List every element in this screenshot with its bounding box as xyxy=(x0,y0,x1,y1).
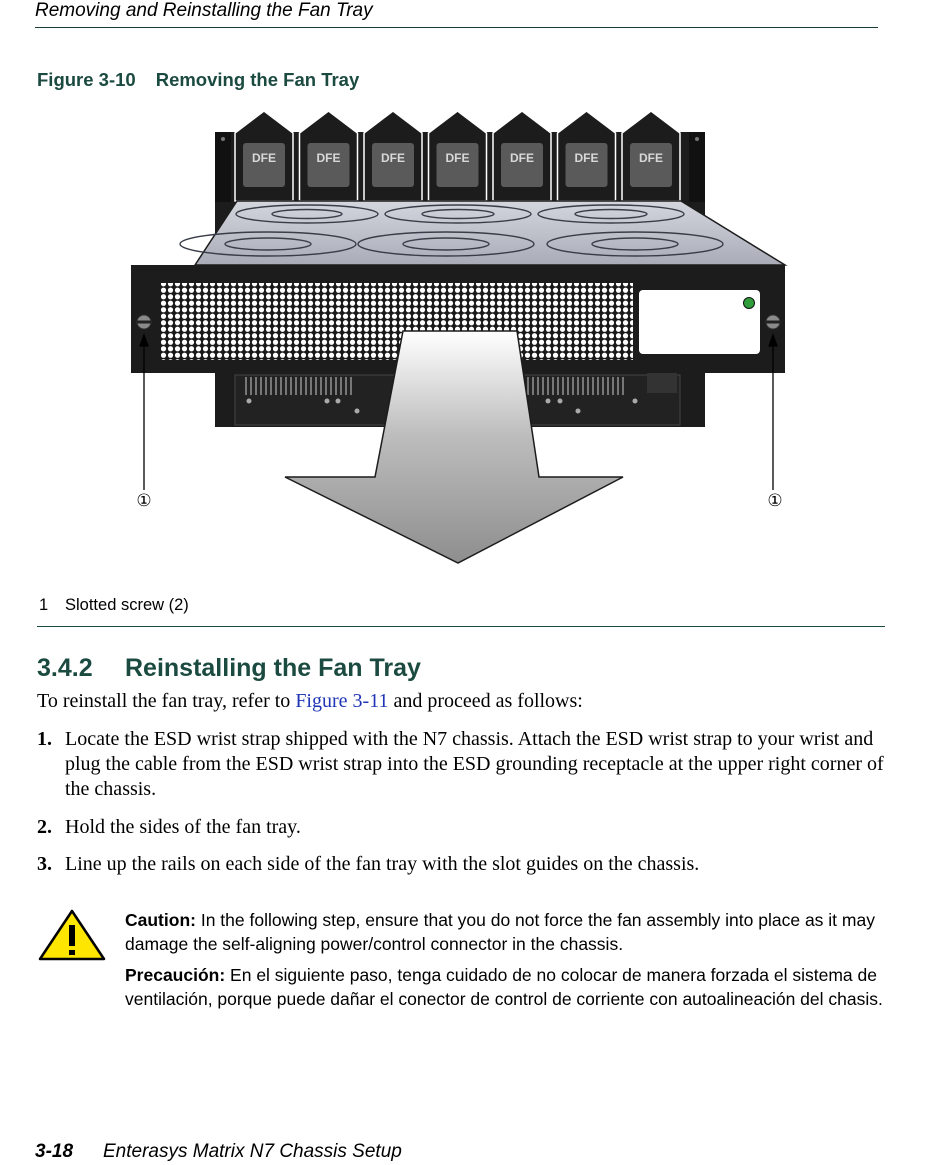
dfe-module-label: DFE xyxy=(639,151,663,165)
page-number: 3-18 xyxy=(35,1141,74,1162)
book-title: Enterasys Matrix N7 Chassis Setup xyxy=(103,1141,402,1162)
legend-number: 1 xyxy=(39,596,49,614)
slotted-screw-left xyxy=(136,314,152,330)
figure-label: Figure 3-10 xyxy=(37,69,136,90)
dfe-module: DFE xyxy=(363,110,423,202)
header-rule xyxy=(35,27,878,28)
callout-label-left: ① xyxy=(136,491,151,511)
page-footer: 3-18 Enterasys Matrix N7 Chassis Setup xyxy=(35,1141,402,1163)
figure-caption: Removing the Fan Tray xyxy=(155,69,360,90)
caution-text: In the following step, ensure that you d… xyxy=(125,910,875,954)
step-number: 1. xyxy=(37,728,52,750)
intro-text-end: and proceed as follows: xyxy=(388,690,583,712)
dfe-module-label: DFE xyxy=(575,151,599,165)
dfe-module-label: DFE xyxy=(446,151,470,165)
precaucion-note: Precaución: En el siguiente paso, tenga … xyxy=(125,963,885,1011)
step-number: 2. xyxy=(37,816,52,838)
precaucion-label: Precaución: xyxy=(125,965,226,985)
section-title: Reinstalling the Fan Tray xyxy=(125,654,421,682)
figure-title: Figure 3-10 Removing the Fan Tray xyxy=(37,69,359,91)
intro-text: To reinstall the fan tray, refer to xyxy=(37,690,296,712)
running-header: Removing and Reinstalling the Fan Tray xyxy=(35,0,373,21)
status-panel xyxy=(639,290,760,354)
step-item: 3. Line up the rails on each side of the … xyxy=(37,852,887,877)
dfe-module-label: DFE xyxy=(317,151,341,165)
precaucion-text: En el siguiente paso, tenga cuidado de n… xyxy=(125,965,883,1009)
section-number: 3.4.2 xyxy=(37,654,93,682)
intro-paragraph: To reinstall the fan tray, refer to Figu… xyxy=(37,689,583,714)
dfe-modules: DFE DFE DFE DFE DFE DFE DFE xyxy=(234,110,681,202)
step-item: 1. Locate the ESD wrist strap shipped wit… xyxy=(37,727,887,802)
status-led xyxy=(743,297,755,309)
dfe-module-label: DFE xyxy=(252,151,276,165)
figure-3-11-link[interactable]: Figure 3-11 xyxy=(295,690,389,712)
legend-text: Slotted screw (2) xyxy=(65,596,189,614)
fan-openings xyxy=(179,204,724,257)
dfe-module: DFE xyxy=(621,110,681,202)
section-heading: 3.4.2 Reinstalling the Fan Tray xyxy=(37,654,421,683)
callout-line-right xyxy=(768,333,778,490)
dfe-module-label: DFE xyxy=(381,151,405,165)
vent-grille xyxy=(161,283,633,360)
step-text: Line up the rails on each side of the fa… xyxy=(65,853,700,875)
callout-label-right: ① xyxy=(767,491,782,511)
dfe-module: DFE xyxy=(234,110,294,202)
dfe-module: DFE xyxy=(298,110,359,202)
fan-tray-illustration: DFE DFE DFE DFE DFE DFE DFE xyxy=(125,105,795,575)
dfe-module: DFE xyxy=(492,110,552,202)
warning-triangle-icon xyxy=(38,909,106,961)
dfe-module: DFE xyxy=(556,110,617,202)
slotted-screw-right xyxy=(765,314,781,330)
dfe-module-label: DFE xyxy=(510,151,534,165)
step-text: Locate the ESD wrist strap shipped with … xyxy=(65,728,884,800)
step-text: Hold the sides of the fan tray. xyxy=(65,816,301,838)
section-rule xyxy=(37,626,885,627)
step-number: 3. xyxy=(37,853,52,875)
figure-legend: 1 Slotted screw (2) xyxy=(39,596,189,615)
caution-note: Caution: In the following step, ensure t… xyxy=(125,908,885,956)
caution-label: Caution: xyxy=(125,910,196,930)
removal-arrow xyxy=(284,330,624,564)
step-item: 2. Hold the sides of the fan tray. xyxy=(37,815,887,840)
dfe-module: DFE xyxy=(427,110,488,202)
callout-line-left xyxy=(139,333,149,490)
